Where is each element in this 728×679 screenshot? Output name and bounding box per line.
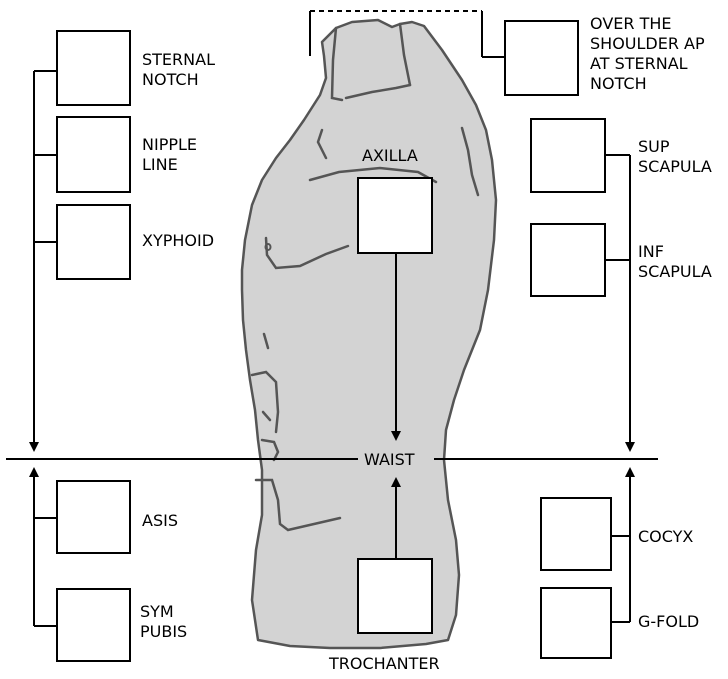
trochanter-label: TROCHANTER <box>329 654 440 674</box>
waist-label: WAIST <box>364 450 415 470</box>
g-fold-label-line-1: G-FOLD <box>638 612 699 632</box>
right-upper-bracket <box>606 155 630 447</box>
nipple-line-label-line-1: NIPPLE <box>142 135 197 155</box>
left-lower-bracket <box>34 472 56 626</box>
over-the-shoulder-label-line-4: NOTCH <box>590 74 705 94</box>
nipple-line-box[interactable] <box>56 116 131 193</box>
g-fold-label: G-FOLD <box>638 612 699 632</box>
axilla-box[interactable] <box>357 177 433 254</box>
cocyx-box[interactable] <box>540 497 612 571</box>
nipple-line-label: NIPPLE LINE <box>142 135 197 175</box>
sternal-notch-box[interactable] <box>56 30 131 106</box>
over-the-shoulder-label-line-3: AT STERNAL <box>590 54 705 74</box>
cocyx-label-line-1: COCYX <box>638 527 693 547</box>
sternal-notch-label-line-1: STERNAL <box>142 50 215 70</box>
g-fold-box[interactable] <box>540 587 612 659</box>
inf-scapula-label-line-1: INF <box>638 242 712 262</box>
asis-label-line-1: ASIS <box>142 511 178 531</box>
sym-pubis-label-line-2: PUBIS <box>140 622 187 642</box>
sup-scapula-label-line-2: SCAPULA <box>638 157 712 177</box>
inf-scapula-box[interactable] <box>530 223 606 297</box>
asis-label: ASIS <box>142 511 178 531</box>
inf-scapula-label: INF SCAPULA <box>638 242 712 282</box>
sup-scapula-label-line-1: SUP <box>638 137 712 157</box>
right-lower-bracket <box>612 472 630 622</box>
trochanter-box[interactable] <box>357 558 433 634</box>
torso-silhouette <box>242 20 496 648</box>
sternal-notch-label: STERNAL NOTCH <box>142 50 215 90</box>
nipple-line-label-line-2: LINE <box>142 155 197 175</box>
sym-pubis-label-line-1: SYM <box>140 602 187 622</box>
asis-box[interactable] <box>56 480 131 554</box>
sup-scapula-box[interactable] <box>530 118 606 193</box>
xyphoid-box[interactable] <box>56 204 131 280</box>
xyphoid-label-line-1: XYPHOID <box>142 231 214 251</box>
sternal-notch-label-line-2: NOTCH <box>142 70 215 90</box>
over-the-shoulder-label-line-2: SHOULDER AP <box>590 34 705 54</box>
over-the-shoulder-box[interactable] <box>504 20 579 96</box>
sym-pubis-box[interactable] <box>56 588 131 662</box>
inf-scapula-label-line-2: SCAPULA <box>638 262 712 282</box>
sym-pubis-label: SYM PUBIS <box>140 602 187 642</box>
over-the-shoulder-label-line-1: OVER THE <box>590 14 705 34</box>
left-upper-bracket <box>34 71 56 447</box>
sup-scapula-label: SUP SCAPULA <box>638 137 712 177</box>
xyphoid-label: XYPHOID <box>142 231 214 251</box>
over-the-shoulder-label: OVER THE SHOULDER AP AT STERNAL NOTCH <box>590 14 705 94</box>
cocyx-label: COCYX <box>638 527 693 547</box>
axilla-label: AXILLA <box>362 146 418 166</box>
